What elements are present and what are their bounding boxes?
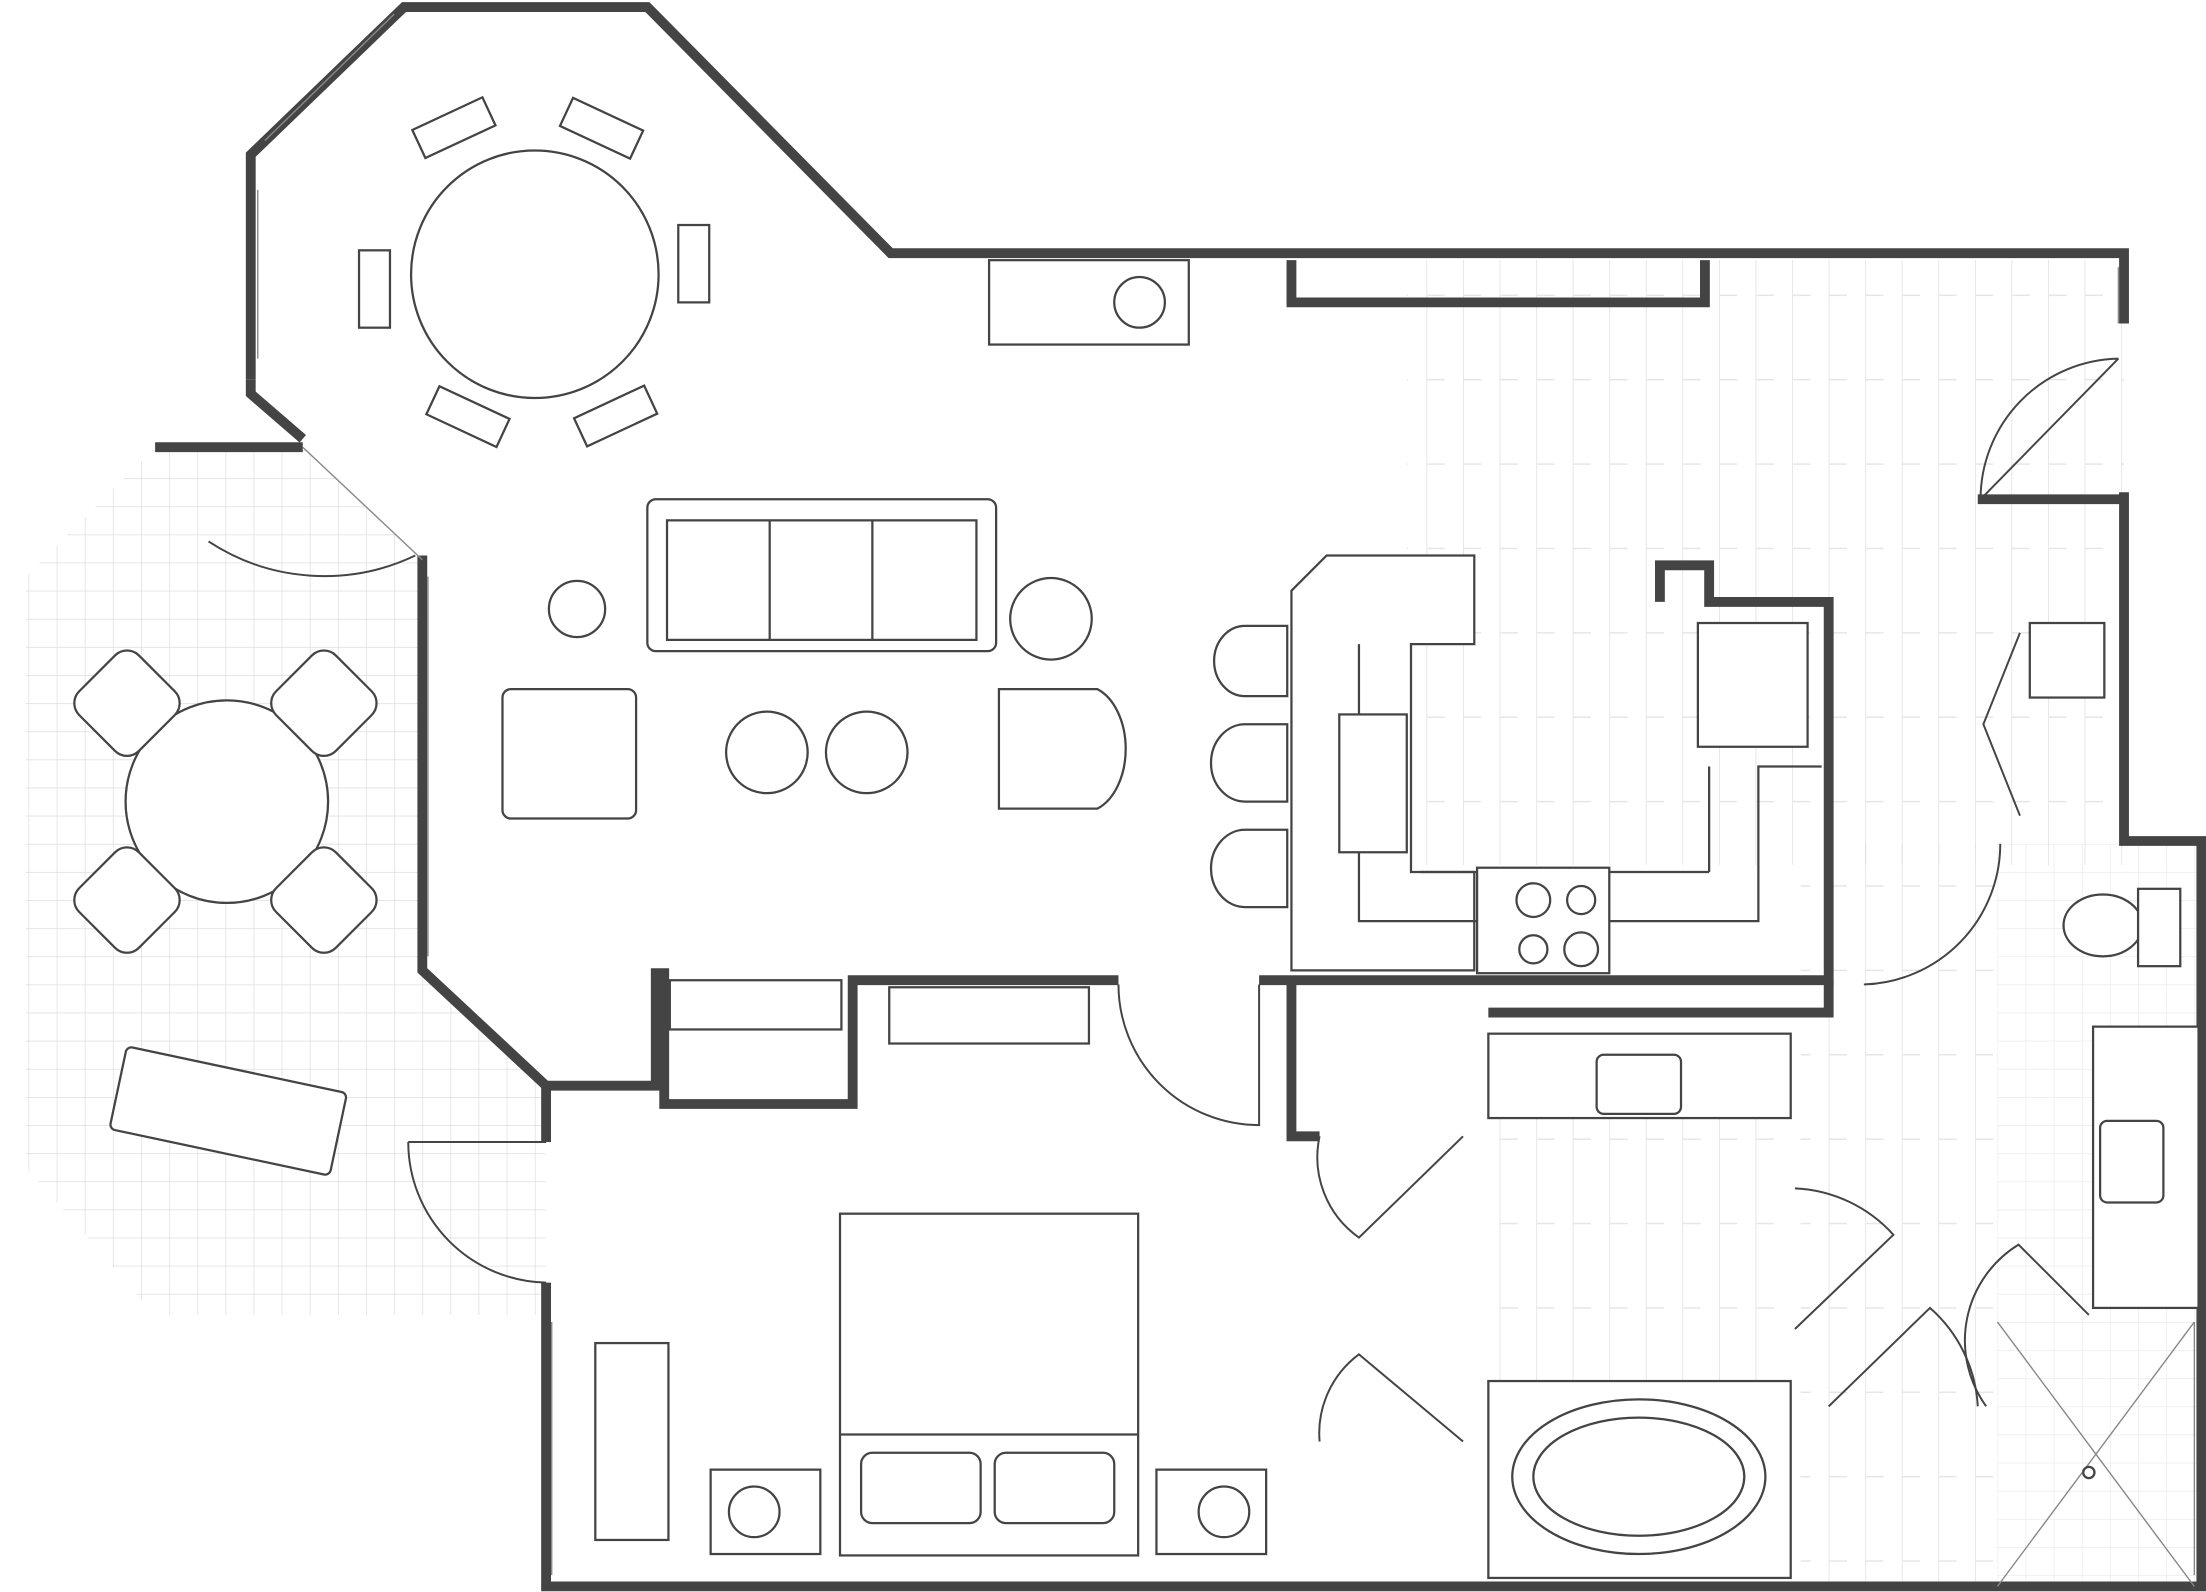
dresser-icon <box>888 986 1091 1045</box>
washer-icon <box>2028 621 2106 699</box>
ottoman-icon <box>824 710 909 795</box>
lamp-icon <box>547 579 607 639</box>
armchair-icon <box>501 687 638 820</box>
toilet-icon <box>2062 893 2144 958</box>
dining-table-icon <box>409 149 660 400</box>
bedroom <box>594 979 1268 1557</box>
dining-set <box>357 95 711 449</box>
kitchen <box>1209 554 2106 975</box>
patio-chair-icon <box>270 846 378 954</box>
window <box>302 446 423 561</box>
patio-chair-icon <box>73 846 181 954</box>
bench-icon <box>594 1341 670 1542</box>
closet-shelf <box>668 979 843 1031</box>
sunroom-set <box>73 649 378 1176</box>
fireplace-vent-icon <box>1113 275 1167 329</box>
doors <box>208 357 2195 1587</box>
pillow-icon <box>859 1451 982 1525</box>
patio-door <box>407 1140 547 1284</box>
chair-icon <box>424 384 512 449</box>
chair-icon <box>572 384 659 448</box>
chair-icon <box>558 96 645 161</box>
tub-basin <box>1511 1398 1767 1556</box>
patio-chair-icon <box>270 649 378 757</box>
entry-door <box>1979 357 2120 500</box>
chair-icon <box>357 249 392 329</box>
bath-door <box>1794 1187 1895 1330</box>
dining-west-wall <box>245 379 307 443</box>
laundry-door <box>1982 632 2021 817</box>
closet-wall <box>546 968 1119 1109</box>
sink-icon <box>1338 713 1408 854</box>
closet-door-2 <box>1318 1353 1464 1443</box>
sofa-cushions <box>665 519 978 642</box>
windows <box>257 13 2196 1576</box>
chaise-lounge-icon <box>109 1046 348 1176</box>
ottoman-icon <box>724 710 809 795</box>
outer-wall-north <box>245 2 2129 380</box>
wc-door <box>1827 1306 1979 1408</box>
bedroom-door <box>1117 984 1261 1127</box>
toilet-tank <box>2136 887 2182 968</box>
walls <box>155 2 2206 1592</box>
living-west-wall <box>417 555 552 1142</box>
patio-chair-icon <box>73 649 181 757</box>
kitchen-floor <box>1406 260 2125 865</box>
shower-drain-icon <box>2082 1465 2096 1480</box>
living-set <box>501 498 1127 820</box>
bar-stool-icon <box>1213 624 1289 698</box>
bathroom <box>1487 887 2200 1580</box>
outer-wall-east <box>541 492 2206 1592</box>
closet-partitions <box>1286 984 1320 1142</box>
chair-icon <box>410 95 497 160</box>
side-table-icon <box>1009 576 1093 661</box>
sunroom-door <box>208 540 416 578</box>
bath-walls <box>1488 980 1834 1018</box>
refrigerator-icon <box>1696 621 1809 748</box>
sink-icon <box>1595 1053 1683 1115</box>
closet-door <box>1316 1135 1464 1239</box>
hall-door <box>1863 843 2002 986</box>
bar-stool-icon <box>1209 723 1289 803</box>
kitchen-soffit <box>1286 260 1710 308</box>
shower-door <box>1963 1243 2090 1407</box>
stove-icon <box>1475 866 1611 975</box>
sink-icon <box>2098 1119 2165 1204</box>
shower-drain-lines <box>1996 1321 2195 1587</box>
bathroom-floor <box>1488 1118 1791 1386</box>
pillow-icon <box>993 1451 1116 1525</box>
lamp-icon <box>727 1485 781 1539</box>
lamp-icon <box>1197 1485 1251 1539</box>
armchair-icon <box>997 687 1127 810</box>
patio-table-icon <box>124 699 330 905</box>
bar-stool-icon <box>1209 828 1289 909</box>
chair-icon <box>677 223 711 304</box>
window <box>264 13 395 142</box>
